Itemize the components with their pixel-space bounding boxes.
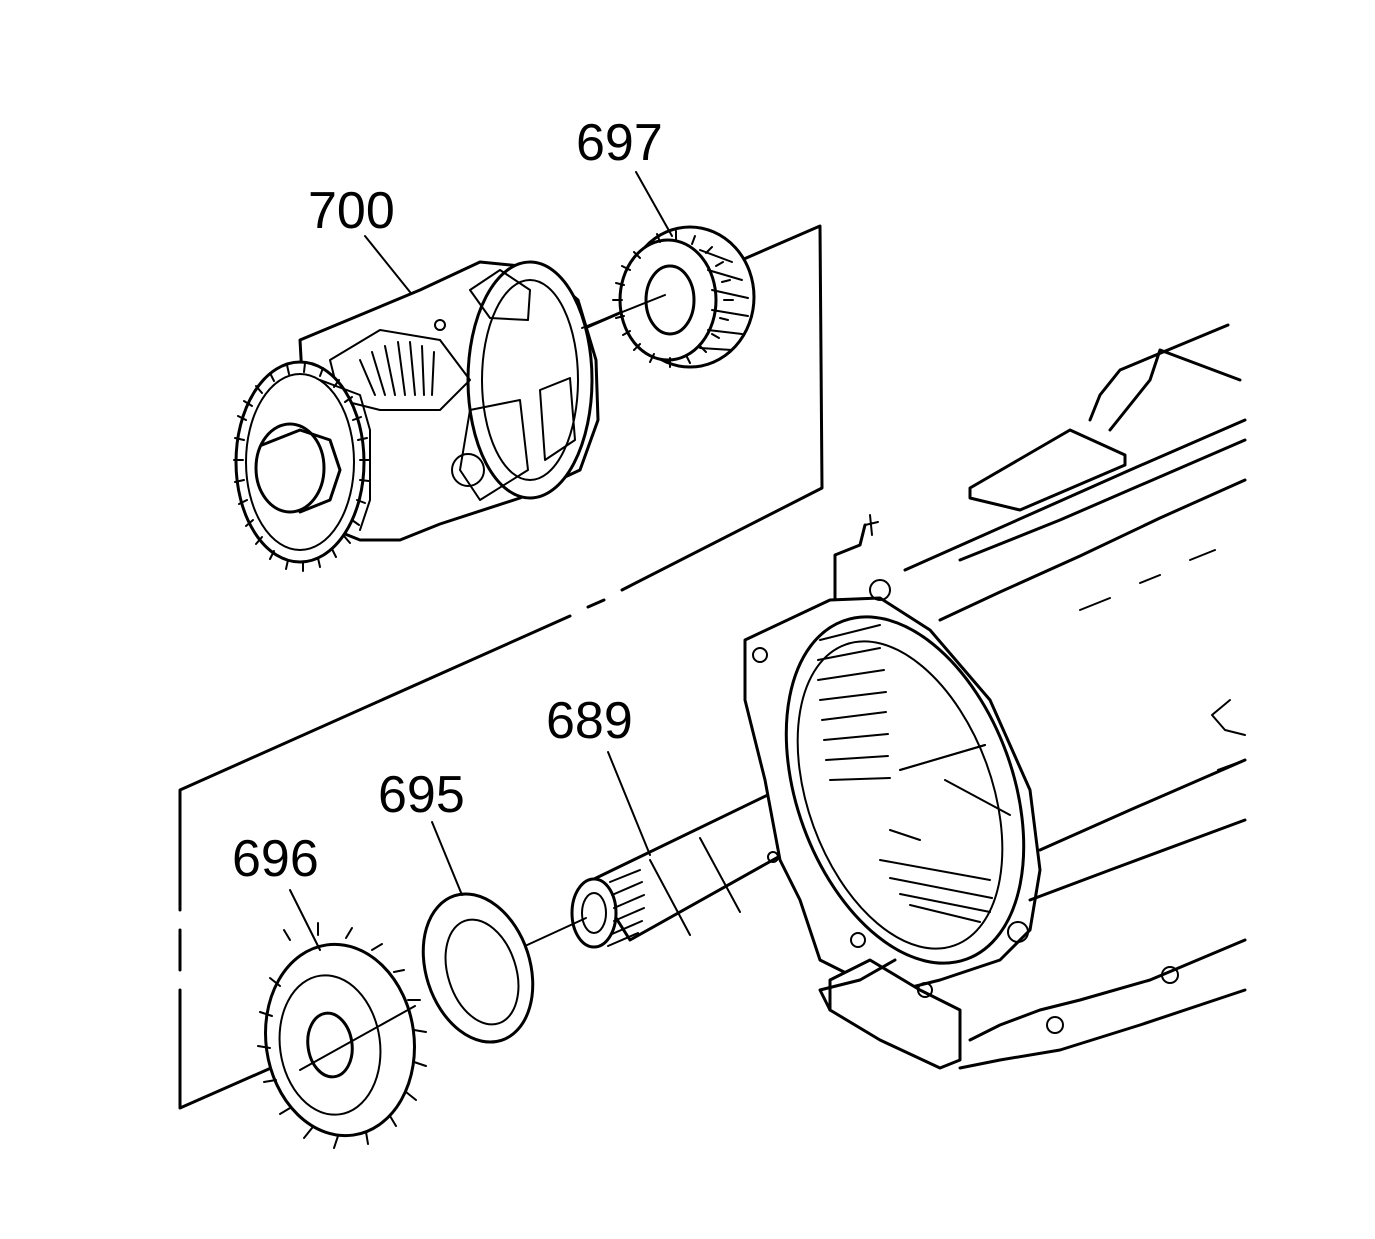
center-axis-line [299,294,986,1071]
callout-689: 689 [546,692,633,750]
leader-700 [364,235,411,293]
differential-assembly-700 [233,260,600,572]
callout-700: 700 [308,182,395,240]
leader-695 [431,821,463,896]
sprocket-696 [257,922,427,1149]
callout-696: 696 [232,830,319,888]
washer-695 [421,892,535,1044]
leader-696 [289,889,321,951]
leader-697 [635,171,673,237]
transmission-case [743,323,1247,1070]
leader-689 [607,751,651,856]
callout-695: 695 [378,766,465,824]
gear-697 [612,225,756,369]
callout-697: 697 [576,114,663,172]
leader-lines [289,171,673,951]
